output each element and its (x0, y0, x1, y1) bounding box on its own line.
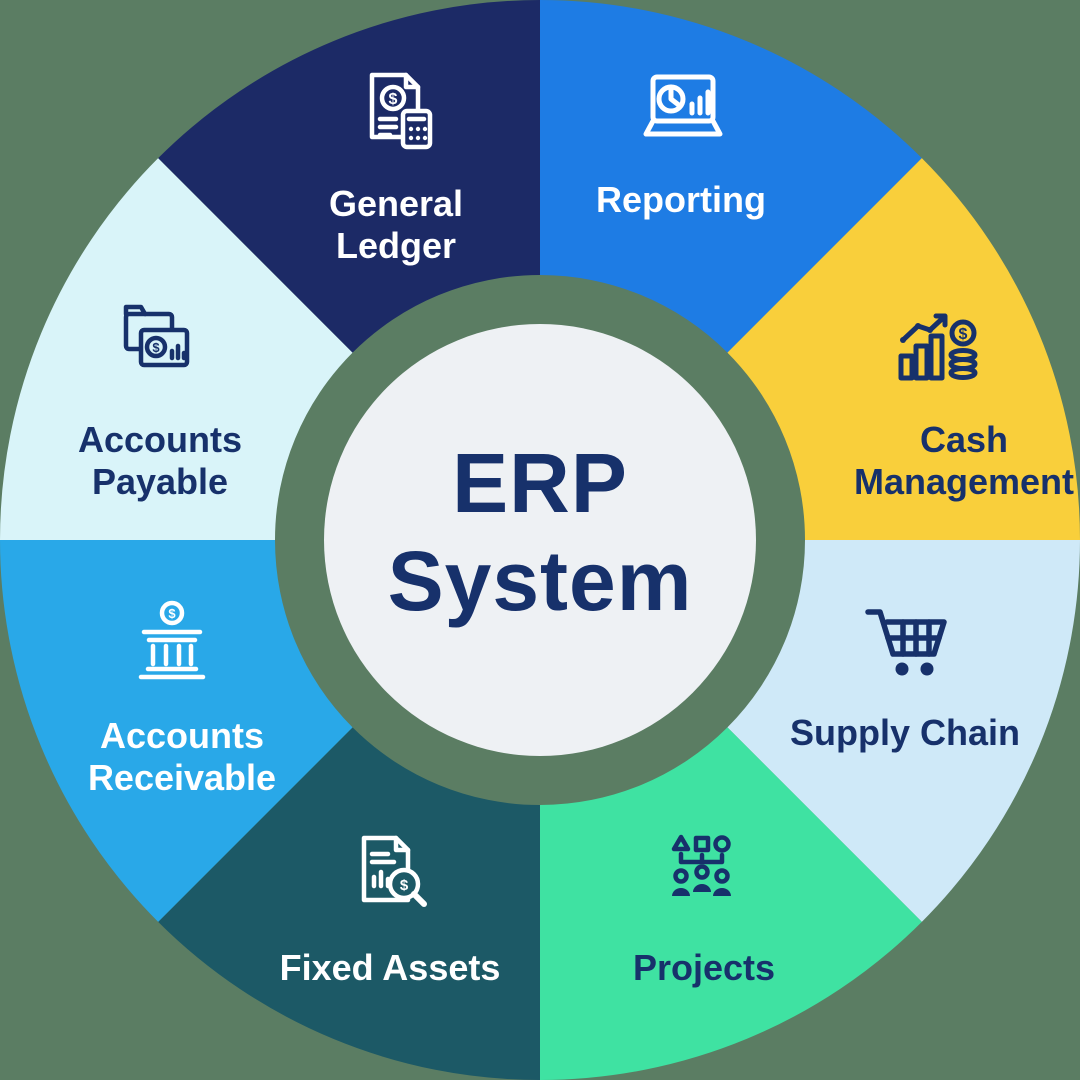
person-bodies (672, 884, 731, 896)
segment-label: Projects (633, 947, 775, 988)
segment-fixed-assets: $ Fixed Assets (158, 727, 540, 1080)
segment-label-line2: Receivable (88, 757, 276, 798)
person-head-left (673, 868, 689, 884)
cart-wheels (895, 662, 934, 676)
center-title-line1: ERP (452, 436, 628, 530)
bank-roof (141, 629, 203, 643)
segment-wedge (158, 727, 540, 1080)
segment-label: Fixed Assets (280, 947, 501, 988)
segment-supply-chain: Supply Chain (727, 540, 1080, 922)
segment-wedge (727, 158, 1080, 540)
person-head-middle (694, 864, 710, 880)
segment-label-line2: Ledger (336, 225, 456, 266)
segment-wedge (158, 0, 540, 353)
segment-label-line1: Accounts (78, 419, 242, 460)
segment-general-ledger: $ General Ledger (158, 0, 540, 353)
bank-base (138, 666, 206, 680)
coin-stack-top (948, 348, 978, 362)
triangle-shape (671, 834, 691, 852)
bank-columns (150, 643, 194, 667)
laptop-base (643, 118, 723, 137)
magnifier-handle (411, 891, 427, 907)
segment-projects: Projects (540, 727, 922, 1080)
team-structure-icon (671, 834, 731, 896)
shopping-cart-icon (865, 609, 947, 676)
segment-cash-management: $ Cash Management (727, 158, 1080, 540)
document-fold (403, 72, 421, 90)
magnifier-lens (387, 867, 421, 901)
dollar-glyph: $ (389, 91, 398, 108)
person-head-right (714, 868, 730, 884)
segment-label-line2: Payable (92, 461, 228, 502)
center-circle (324, 324, 756, 756)
asset-audit-icon: $ (361, 835, 427, 907)
trend-line (900, 314, 947, 343)
growth-chart-coins-icon: $ (898, 313, 978, 381)
ledger-calculator-icon: $ (369, 72, 433, 150)
bar-chart (689, 89, 711, 116)
segment-label-line1: General (329, 183, 463, 224)
center-title-line2: System (388, 534, 693, 628)
circle-shape (713, 835, 731, 853)
pie-slices (668, 84, 683, 109)
trend-dots (900, 323, 933, 343)
dollar-glyph: $ (959, 326, 968, 343)
square-shape (693, 835, 711, 853)
mini-bar-chart (169, 343, 187, 361)
invoice-folders-icon: $ (123, 304, 190, 368)
segment-wedge (0, 540, 353, 922)
bank-coin-icon: $ (138, 600, 206, 680)
calculator-keys (408, 126, 428, 141)
segment-label-line1: Cash (920, 419, 1008, 460)
document-fold (393, 835, 411, 853)
trend-arrowhead (933, 313, 948, 328)
segment-accounts-receivable: $ Accounts Receivable (0, 540, 353, 922)
segment-wedge (727, 540, 1080, 922)
bar-2 (913, 343, 930, 381)
segment-label-line1: Accounts (100, 715, 264, 756)
laptop-analytics-icon (643, 74, 723, 137)
laptop-screen (650, 74, 716, 124)
segment-wedge (540, 727, 922, 1080)
deposit-coin (159, 600, 185, 626)
dollar-glyph: $ (400, 877, 409, 894)
folder-tab (123, 304, 148, 317)
segment-label-line2: Management (854, 461, 1074, 502)
connector-lines (678, 851, 725, 865)
segment-label: Supply Chain (790, 712, 1020, 753)
dollar-badge (144, 335, 168, 359)
center-hub: ERP System (324, 324, 756, 756)
bar-1 (898, 353, 915, 381)
document-lines (369, 851, 397, 865)
segment-accounts-payable: $ Accounts Payable (0, 158, 353, 540)
document-lines (377, 116, 399, 138)
dollar-glyph: $ (168, 606, 176, 621)
dollar-coin (949, 319, 977, 347)
cart-grid (885, 619, 942, 657)
segment-wedge (540, 0, 922, 353)
segment-reporting: Reporting (540, 0, 922, 353)
segment-label: Reporting (596, 179, 766, 220)
dollar-circle (379, 84, 407, 112)
dollar-glyph: $ (152, 340, 160, 355)
bar-3 (928, 333, 945, 381)
